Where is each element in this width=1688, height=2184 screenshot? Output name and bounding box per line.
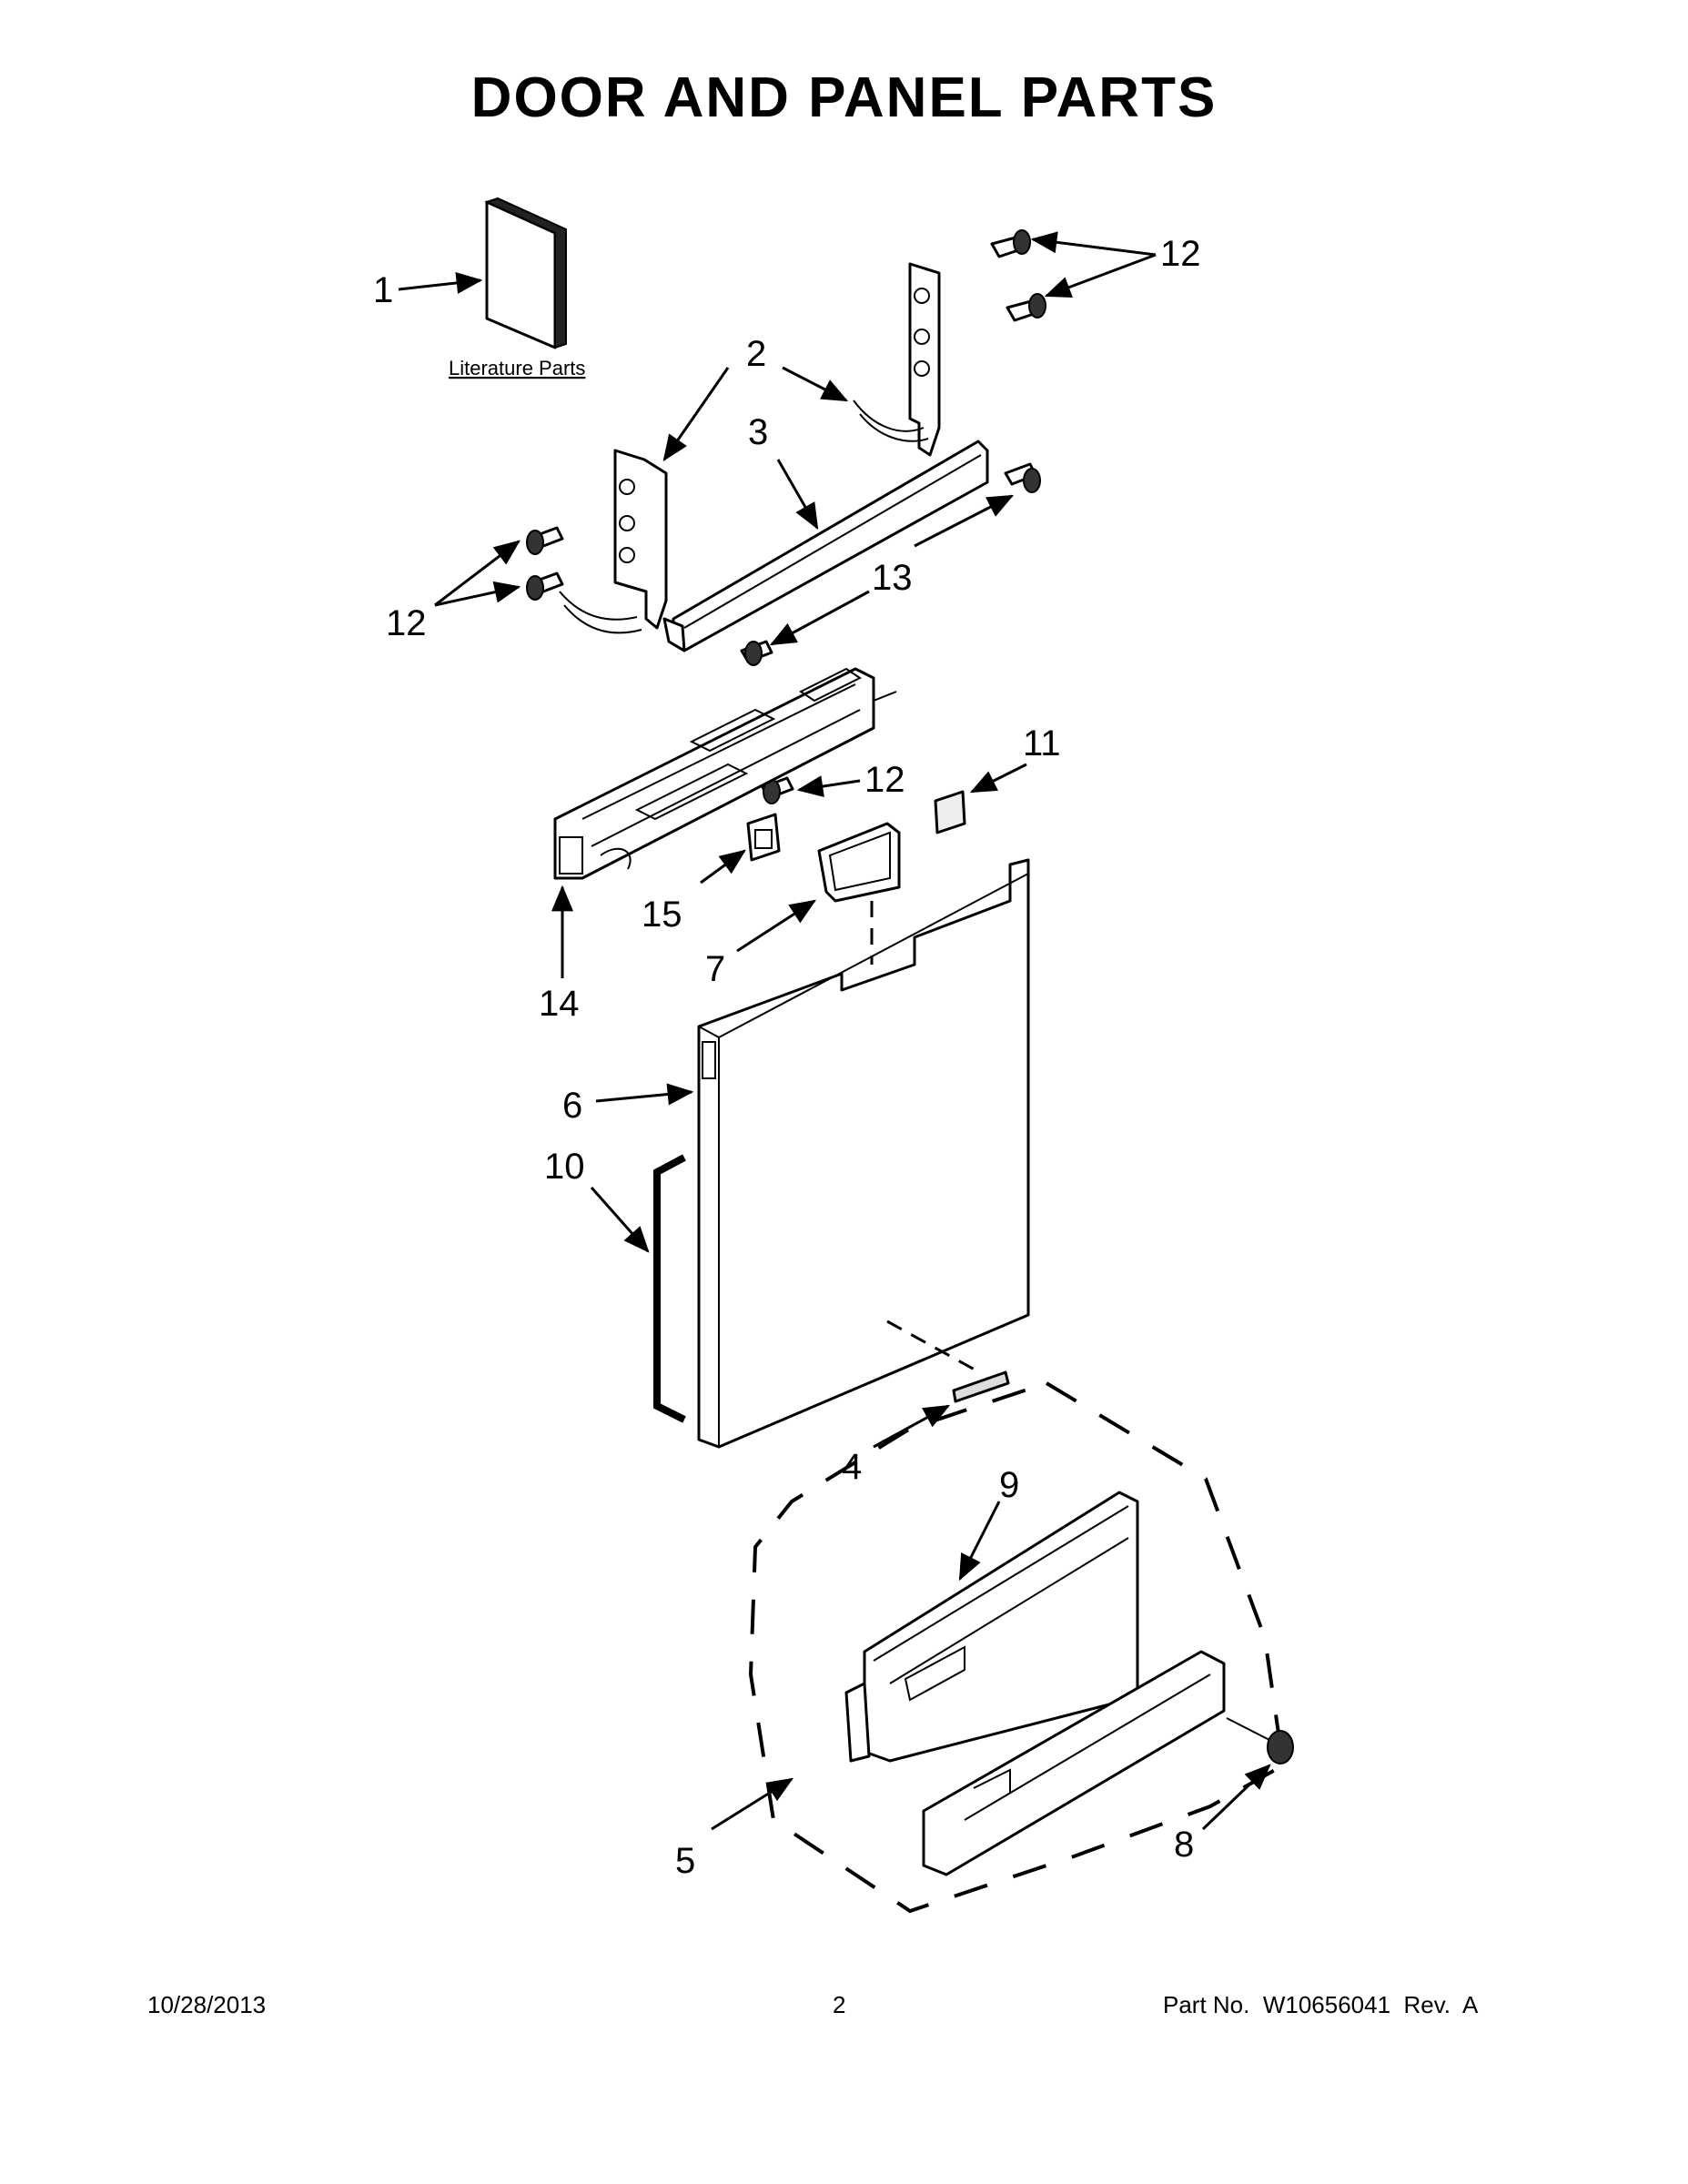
- door-handle: [844, 1491, 1139, 1763]
- screw-left-2: [526, 571, 564, 601]
- callout-14: 14: [539, 984, 580, 1024]
- support-bar: [662, 440, 989, 652]
- callout-15: 15: [642, 895, 682, 935]
- door-panel: [697, 858, 1030, 1449]
- callout-12-console: 12: [864, 760, 905, 800]
- footer-part-number: Part No. W10656041 Rev. A: [1163, 1991, 1479, 2018]
- callout-8: 8: [1174, 1825, 1194, 1865]
- literature-parts-label: Literature Parts: [449, 357, 585, 379]
- screw-bar-right: [1004, 462, 1041, 493]
- callout-5: 5: [675, 1841, 695, 1881]
- callout-12-top: 12: [1160, 234, 1201, 274]
- callout-13: 13: [872, 558, 913, 598]
- callout-12-left: 12: [386, 603, 427, 643]
- callout-6: 6: [562, 1086, 582, 1126]
- screw-top-2: [1006, 293, 1046, 322]
- badge: [886, 1320, 1010, 1403]
- callout-1: 1: [373, 270, 393, 310]
- leader-lines: [398, 231, 1271, 1831]
- pad: [934, 790, 966, 834]
- hinge-bracket-right: [853, 262, 941, 457]
- hinge-bracket-left: [559, 449, 668, 634]
- gasket-strip: [653, 1154, 686, 1423]
- screw-left-1: [526, 526, 564, 555]
- callout-2: 2: [746, 334, 766, 374]
- kit-enclosure: [748, 1380, 1286, 1914]
- callout-7: 7: [705, 949, 725, 989]
- handle-bracket: [817, 822, 901, 965]
- control-console: [553, 667, 897, 880]
- callout-10: 10: [544, 1147, 585, 1187]
- toe-plate: [922, 1650, 1226, 1876]
- footer-page-number: 2: [833, 1991, 846, 2018]
- screw-bar-bottom: [740, 640, 773, 666]
- callout-3: 3: [748, 412, 768, 452]
- callout-11: 11: [1023, 723, 1061, 763]
- screw-console: [761, 776, 794, 804]
- footer-date: 10/28/2013: [147, 1991, 267, 2018]
- callout-9: 9: [999, 1465, 1019, 1505]
- screw-top-1: [990, 229, 1031, 258]
- callout-4: 4: [842, 1447, 862, 1487]
- page-title: DOOR AND PANEL PARTS: [470, 66, 1218, 129]
- latch: [746, 813, 781, 862]
- knob: [1226, 1717, 1294, 1764]
- literature-booklet: [484, 197, 567, 349]
